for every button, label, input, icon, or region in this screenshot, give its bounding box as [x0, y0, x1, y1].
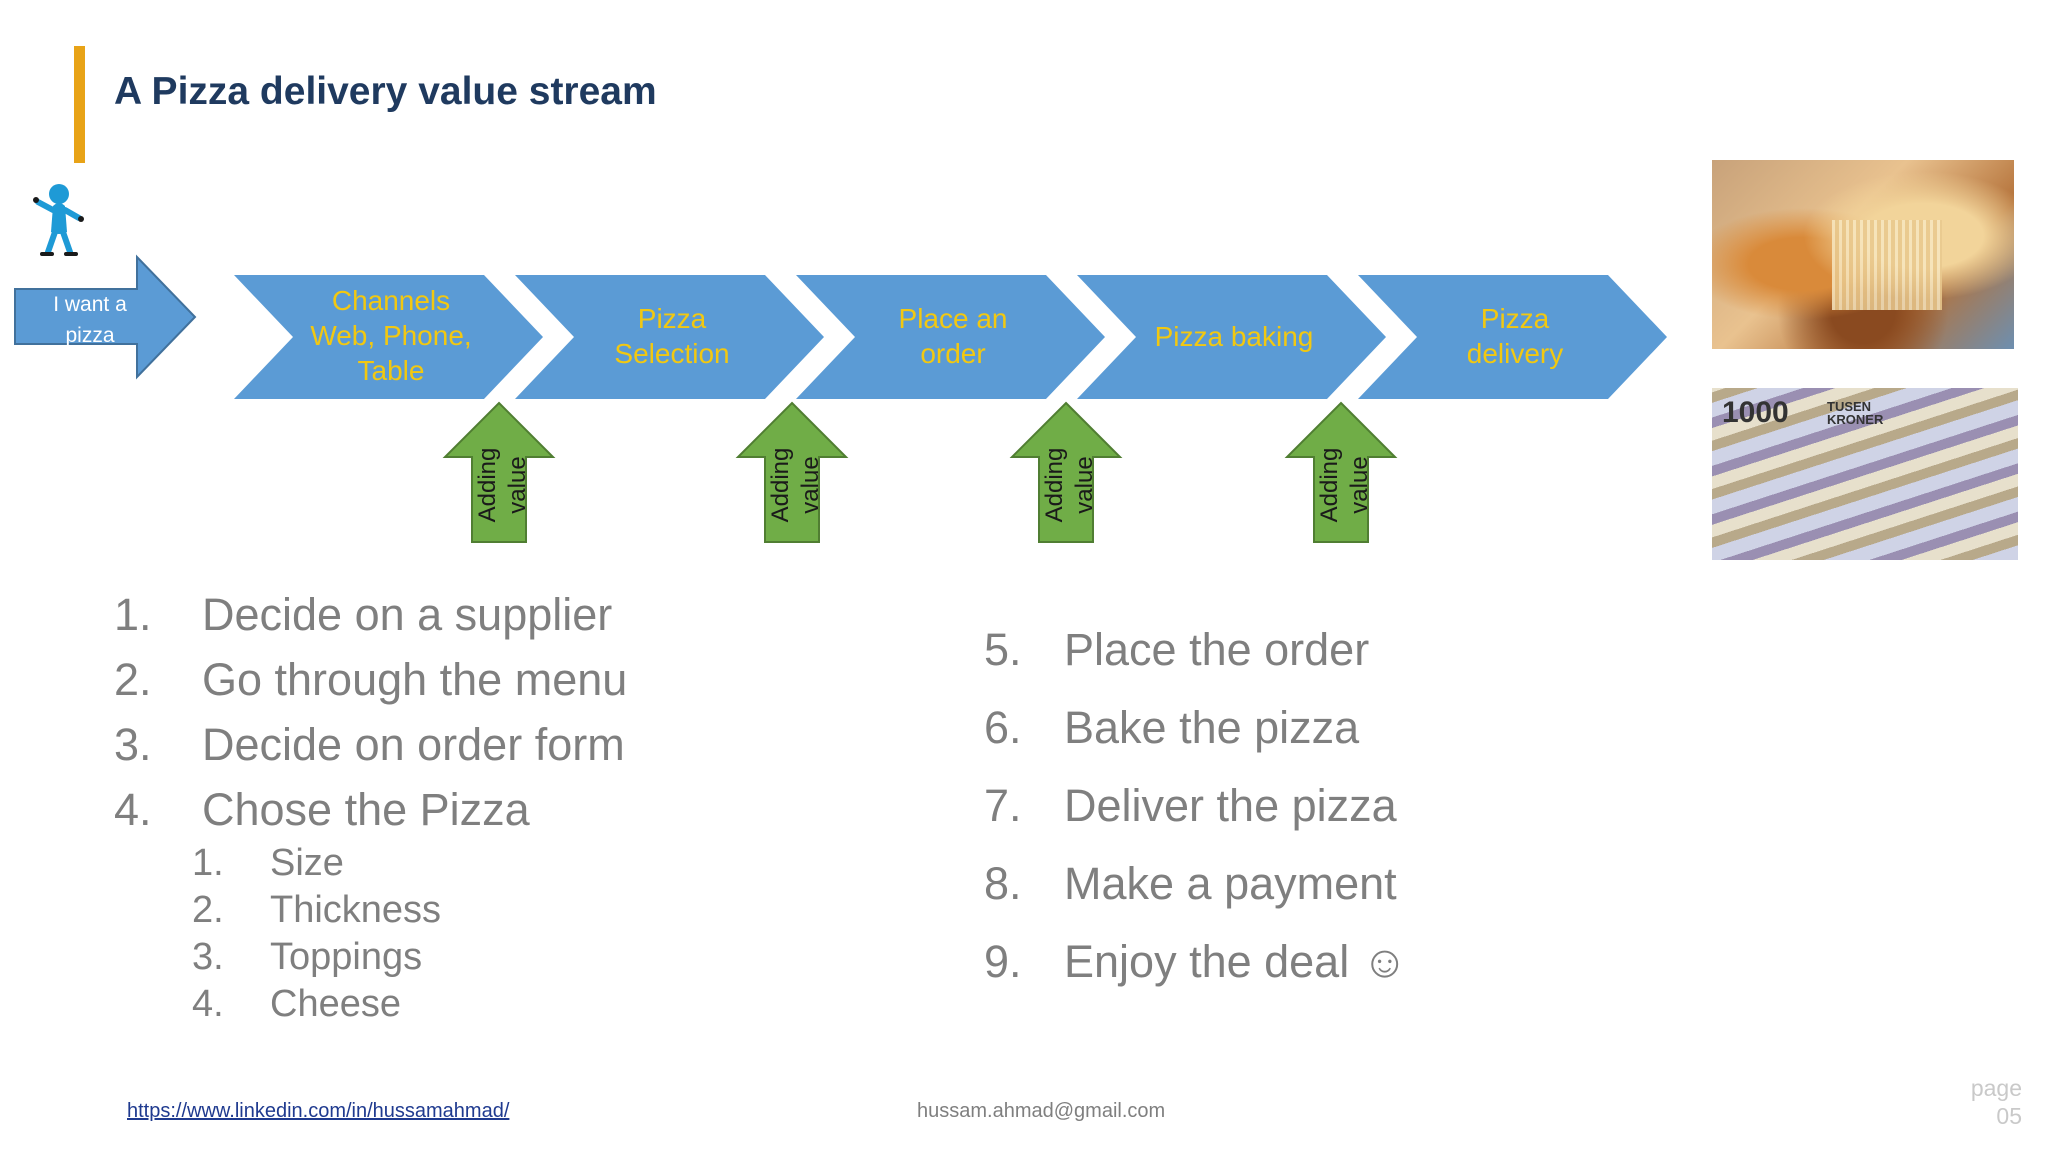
pizza-photo [1712, 160, 2014, 349]
linkedin-link[interactable]: https://www.linkedin.com/in/hussamahmad/ [127, 1100, 510, 1122]
steps-list-right: 5. Place the order 6. Bake the pizza 7. Del… [984, 611, 1408, 1001]
list-item-number: 5. [984, 624, 1022, 675]
banknote-currency-line2: KRONER [1827, 412, 1884, 427]
list-item-number: 9. [984, 936, 1022, 987]
sublist-item: 3. Toppings [192, 934, 441, 981]
chevron-pizza-baking-line1: Pizza baking [1155, 321, 1314, 352]
chevron-pizza-baking: Pizza baking [1077, 275, 1386, 399]
sublist-item-number: 3. [192, 936, 224, 978]
start-arrow-line1: I want a [53, 293, 127, 316]
list-item: 7. Deliver the pizza [984, 767, 1408, 845]
banknote-currency-line1: TUSEN [1827, 399, 1872, 414]
list-item-text: Go through the menu [202, 654, 628, 705]
start-arrow-line2: pizza [65, 324, 114, 347]
page-number-value: 05 [1996, 1103, 2022, 1129]
banknote-currency: TUSEN KRONER [1827, 400, 1883, 426]
list-item-number: 4. [114, 784, 152, 835]
value-arrow-1-line1: Adding [474, 448, 501, 523]
chevron-pizza-selection-line1: Pizza [638, 303, 707, 334]
list-item: 6. Bake the pizza [984, 689, 1408, 767]
money-photo: 1000 TUSEN KRONER [1712, 388, 2018, 560]
chevron-place-order-line1: Place an [899, 303, 1008, 334]
list-item: 5. Place the order [984, 611, 1408, 689]
sublist-item-number: 1. [192, 842, 224, 884]
list-item-text: Enjoy the deal ☺ [1064, 936, 1408, 987]
chevron-channels-line2: Web, Phone, [310, 320, 471, 351]
value-arrow-1: Adding value [442, 401, 556, 543]
list-item-text: Deliver the pizza [1064, 780, 1397, 831]
list-item: 3. Decide on order form [114, 712, 627, 777]
list-item: 9. Enjoy the deal ☺ [984, 923, 1408, 1001]
sublist-item-text: Toppings [270, 936, 423, 978]
value-arrow-4: Adding value [1284, 401, 1398, 543]
pizza-options-sublist: 1. Size 2. Thickness 3. Toppings 4. Cheese [192, 840, 441, 1028]
list-item: 1. Decide on a supplier [114, 582, 627, 647]
list-item-text: Decide on order form [202, 719, 625, 770]
page-word: page [1970, 1075, 2022, 1101]
banknote-amount: 1000 [1722, 396, 1789, 429]
chevron-channels: Channels Web, Phone, Table [234, 275, 543, 399]
chevron-pizza-selection: Pizza Selection [515, 275, 824, 399]
chevron-channels-line3: Table [358, 355, 425, 386]
chevron-pizza-delivery-line1: Pizza [1481, 303, 1550, 334]
sublist-item-text: Thickness [270, 889, 442, 931]
list-item-text: Place the order [1064, 624, 1370, 675]
list-item-text: Bake the pizza [1064, 702, 1360, 753]
list-item: 8. Make a payment [984, 845, 1408, 923]
value-arrow-2: Adding value [735, 401, 849, 543]
title-accent-bar [74, 46, 85, 163]
chevron-pizza-selection-line2: Selection [614, 338, 729, 369]
value-arrow-3-line2: value [1071, 456, 1098, 513]
value-arrow-3: Adding value [1009, 401, 1123, 543]
cheese-strands [1832, 220, 1942, 310]
chevron-pizza-delivery: Pizza delivery [1358, 275, 1667, 399]
list-item-number: 8. [984, 858, 1022, 909]
list-item: 2. Go through the menu [114, 647, 627, 712]
value-arrow-4-line2: value [1346, 456, 1373, 513]
sublist-item: 1. Size [192, 840, 441, 887]
sublist-item-number: 4. [192, 983, 224, 1025]
list-item-number: 1. [114, 589, 152, 640]
list-item-number: 7. [984, 780, 1022, 831]
chevron-place-order: Place an order [796, 275, 1105, 399]
value-arrow-3-line1: Adding [1041, 448, 1068, 523]
page-number: page 05 [1971, 1074, 2022, 1130]
chevron-place-order-line2: order [920, 338, 985, 369]
list-item-text: Decide on a supplier [202, 589, 613, 640]
person-icon [33, 184, 84, 256]
start-arrow: I want a pizza [14, 254, 197, 380]
list-item-text: Make a payment [1064, 858, 1397, 909]
list-item-number: 2. [114, 654, 152, 705]
value-arrow-1-line2: value [504, 456, 531, 513]
list-item-text: Chose the Pizza [202, 784, 530, 835]
value-arrow-4-line1: Adding [1316, 448, 1343, 523]
sublist-item: 4. Cheese [192, 981, 441, 1028]
chevron-channels-line1: Channels [332, 285, 450, 316]
value-arrow-2-line1: Adding [767, 448, 794, 523]
footer-email: hussam.ahmad@gmail.com [917, 1100, 1166, 1122]
sublist-item-text: Cheese [270, 983, 401, 1025]
sublist-item-text: Size [270, 842, 344, 884]
steps-list-left: 1. Decide on a supplier 2. Go through the … [114, 582, 627, 842]
sublist-item-number: 2. [192, 889, 224, 931]
chevron-pizza-delivery-line2: delivery [1467, 338, 1563, 369]
value-arrow-2-line2: value [797, 456, 824, 513]
page-title: A Pizza delivery value stream [114, 70, 657, 113]
value-stream-diagram: I want a pizza Channels Web, Phone, Tabl… [14, 184, 1667, 543]
list-item-number: 3. [114, 719, 152, 770]
list-item: 4. Chose the Pizza [114, 777, 627, 842]
list-item-number: 6. [984, 702, 1022, 753]
sublist-item: 2. Thickness [192, 887, 441, 934]
